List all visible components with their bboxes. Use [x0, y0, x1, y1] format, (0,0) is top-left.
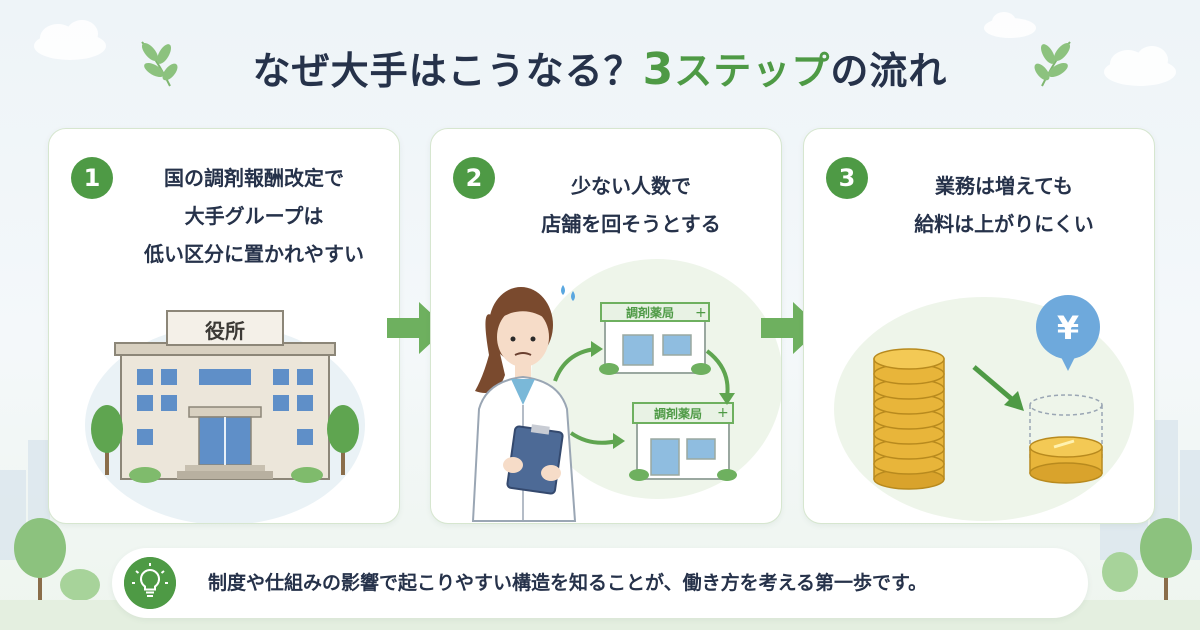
step-description: 業務は増えても 給料は上がりにくい — [864, 167, 1144, 243]
footer-text: 制度や仕組みの影響で起こりやすい構造を知ることが、働き方を考える第一歩です。 — [208, 572, 928, 594]
coins-decrease-illustration — [834, 295, 1134, 521]
step-number-badge: 2 — [453, 157, 495, 199]
step-line: 国の調剤報酬改定で — [164, 166, 344, 190]
step-description: 少ない人数で 店舗を回そうとする — [491, 167, 771, 243]
step-line: 低い区分に置かれやすい — [144, 242, 364, 266]
page-title: なぜ大手はこうなる？3ステップの流れ — [0, 40, 1200, 100]
step-card-3: 3 業務は増えても 給料は上がりにくい ¥ — [803, 128, 1155, 524]
yen-icon: ¥ — [1056, 309, 1080, 347]
step-line: 給料は上がりにくい — [914, 212, 1094, 236]
step-line: 店舗を回そうとする — [541, 212, 721, 236]
svg-text:+: + — [695, 305, 707, 321]
step-line: 業務は増えても — [935, 174, 1073, 198]
step-card-2: + + 2 — [430, 128, 782, 524]
title-prefix: なぜ大手はこうなる？ — [252, 49, 643, 93]
step-line: 大手グループは — [184, 204, 324, 228]
leaf-left-icon — [141, 41, 178, 87]
building-sign: 役所 — [205, 319, 245, 343]
pharmacist-stores-illustration: + + — [471, 259, 781, 522]
svg-text:+: + — [717, 405, 729, 421]
store-sign-top: 調剤薬局 — [625, 306, 674, 320]
title-accent-text: ステップ — [674, 49, 831, 93]
step-number-badge: 3 — [826, 157, 868, 199]
step-line: 少ない人数で — [571, 174, 691, 198]
leaf-right-icon — [1034, 41, 1071, 87]
store-sign-bottom: 調剤薬局 — [653, 407, 702, 421]
footer-message-bar: 制度や仕組みの影響で起こりやすい構造を知ることが、働き方を考える第一歩です。 — [112, 548, 1088, 618]
title-suffix: の流れ — [830, 49, 948, 93]
step-number-badge: 1 — [71, 157, 113, 199]
lightbulb-icon — [124, 557, 176, 609]
step-description: 国の調剤報酬改定で 大手グループは 低い区分に置かれやすい — [109, 159, 399, 273]
step-card-1: 1 国の調剤報酬改定で 大手グループは 低い区分に置かれやすい 役所 — [48, 128, 400, 524]
title-accent-number: 3 — [642, 44, 675, 95]
government-building-illustration — [85, 310, 365, 523]
